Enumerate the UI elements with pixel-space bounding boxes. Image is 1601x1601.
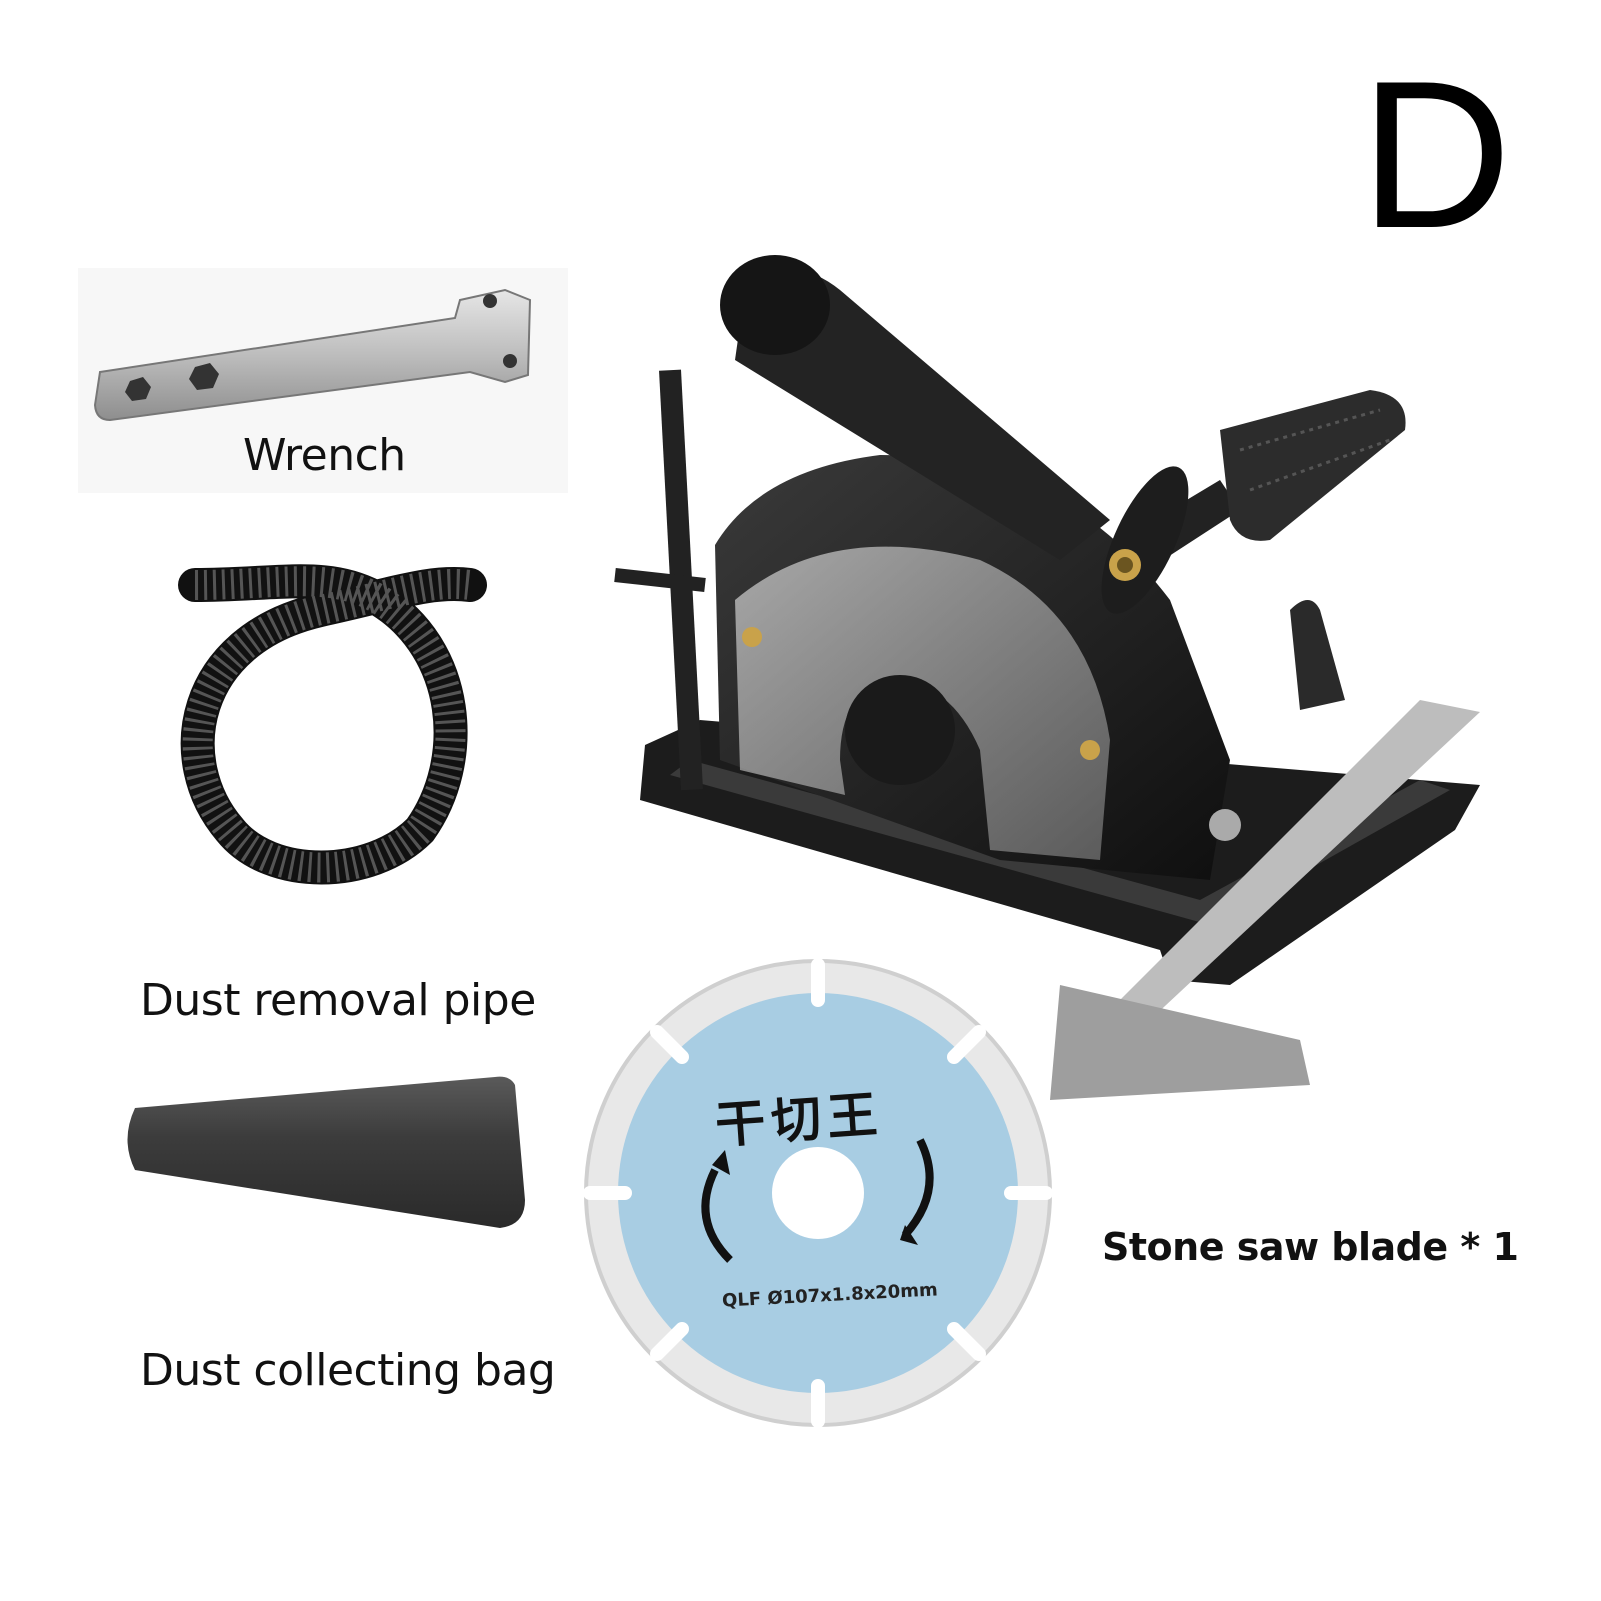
variant-letter: D (1360, 37, 1512, 272)
blade-logo: 干切王 (713, 1085, 886, 1155)
wrench-label: Wrench (243, 430, 406, 481)
bag-label: Dust collecting bag (140, 1345, 556, 1396)
pipe-label: Dust removal pipe (140, 975, 536, 1026)
blade-label: Stone saw blade * 1 (1102, 1225, 1519, 1269)
